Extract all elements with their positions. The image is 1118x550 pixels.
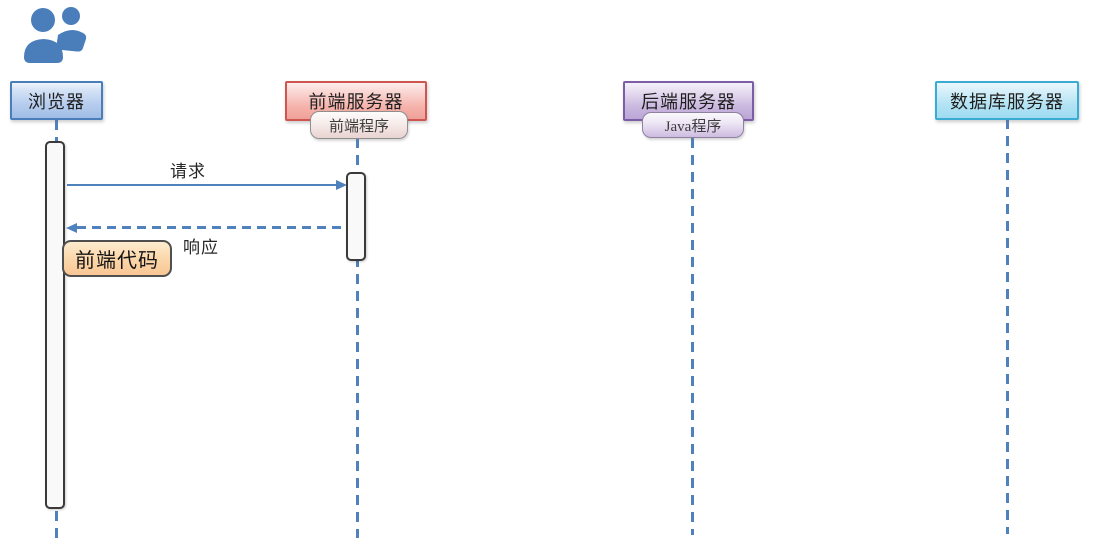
actor-label-database-server: 数据库服务器 — [950, 91, 1064, 112]
actor-box-database-server: 数据库服务器 — [935, 81, 1079, 120]
program-box-java: Java程序 — [642, 112, 744, 138]
response-arrowhead-icon — [66, 223, 77, 233]
program-label-java: Java程序 — [664, 118, 722, 135]
activation-bar-frontend-server — [346, 172, 366, 261]
actor-label-backend-server: 后端服务器 — [641, 92, 736, 112]
actor-box-browser: 浏览器 — [10, 81, 103, 120]
activation-bar-browser — [45, 141, 65, 509]
request-message-label: 请求 — [170, 162, 206, 181]
response-message-line — [77, 226, 347, 229]
request-arrowhead-icon — [336, 180, 347, 190]
people-icon — [22, 5, 88, 63]
note-frontend-code: 前端代码 — [62, 240, 172, 277]
program-label-frontend: 前端程序 — [328, 118, 389, 135]
request-message-line — [67, 184, 337, 186]
lifeline-backend-server — [691, 121, 694, 535]
actor-label-frontend-server: 前端服务器 — [308, 92, 404, 112]
lifeline-frontend-server — [356, 121, 359, 538]
lifeline-database-server — [1006, 119, 1009, 534]
program-box-frontend: 前端程序 — [310, 111, 408, 139]
note-label-frontend-code: 前端代码 — [75, 250, 159, 272]
actor-label-browser: 浏览器 — [28, 91, 85, 112]
response-message-label: 响应 — [183, 238, 219, 257]
